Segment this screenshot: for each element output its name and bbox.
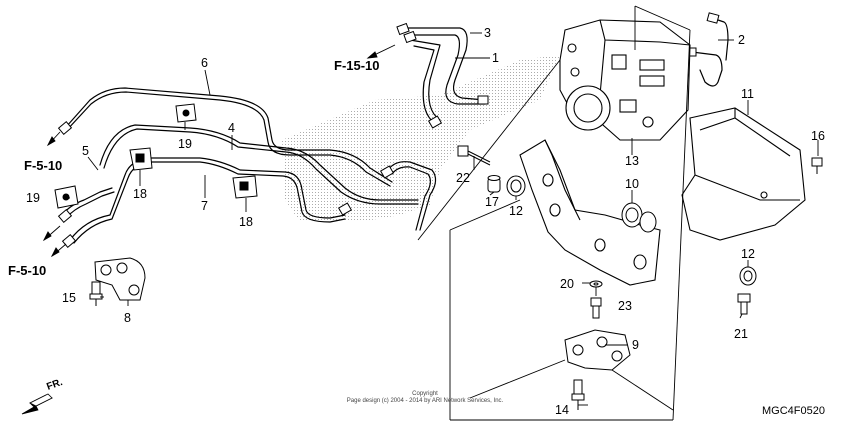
- callout-22: 22: [456, 171, 470, 185]
- pipe-3: [399, 27, 486, 101]
- bracket-10: [519, 139, 661, 286]
- grommet-12-a: [506, 175, 526, 197]
- callout-20: 20: [560, 277, 574, 291]
- diagram-code: MGC4F0520: [762, 405, 825, 417]
- abs-modulator-13: [559, 19, 691, 141]
- callout-21: 21: [734, 327, 748, 341]
- callout-12-b: 12: [741, 247, 755, 261]
- callout-17: 17: [485, 195, 499, 209]
- callout-19-b: 19: [178, 137, 192, 151]
- bolt-23: [590, 297, 602, 319]
- front-direction-arrow: FR.: [21, 377, 64, 415]
- pipe-2: [691, 51, 723, 87]
- callout-18-a: 18: [133, 187, 147, 201]
- three-way-joint-8: [94, 257, 146, 301]
- washer-20: [589, 280, 603, 288]
- callout-7: 7: [201, 199, 208, 213]
- three-way-joint-9: [564, 329, 631, 371]
- callout-15: 15: [62, 291, 76, 305]
- leader-lines: [64, 5, 819, 421]
- grommet-10: [621, 202, 657, 233]
- frame-shading: [282, 55, 560, 222]
- callout-6: 6: [201, 56, 208, 70]
- callout-16: 16: [811, 129, 825, 143]
- collar-17: [487, 175, 501, 193]
- bolt-21: [737, 293, 751, 315]
- pipe-4: [99, 124, 419, 201]
- callout-10: 10: [625, 177, 639, 191]
- fr-label: FR.: [45, 377, 64, 393]
- pipe-6: [65, 87, 393, 183]
- copyright-line-1: Copyright: [412, 391, 438, 397]
- ref-f15-10[interactable]: F-15-10: [334, 58, 380, 73]
- callout-14: 14: [555, 403, 569, 417]
- bolt-14: [571, 379, 585, 410]
- clamp-19-b: [54, 185, 79, 209]
- callout-13: 13: [625, 154, 639, 168]
- callout-2: 2: [738, 33, 745, 47]
- clamp-18-b: [232, 175, 258, 199]
- callout-18-b: 18: [239, 215, 253, 229]
- ref-f5-10-upper[interactable]: F-5-10: [24, 158, 62, 173]
- ref-f5-10-lower[interactable]: F-5-10: [8, 263, 46, 278]
- callout-8: 8: [124, 311, 131, 325]
- clamp-18-a: [129, 147, 153, 171]
- callout-12-a: 12: [509, 204, 523, 218]
- pipe-7: [69, 157, 346, 241]
- clamp-19-a: [175, 103, 197, 123]
- copyright-line-2: Page design (c) 2004 - 2014 by ARI Netwo…: [347, 398, 504, 404]
- callout-19-a: 19: [26, 191, 40, 205]
- callout-11: 11: [741, 87, 754, 101]
- callout-23: 23: [618, 299, 632, 313]
- callout-numbers: 1 2 3 4 5 6 7 8 9 10 11 12 12 13 14 15 1…: [26, 26, 825, 417]
- brake-pipes: [61, 17, 729, 244]
- callout-4: 4: [228, 121, 235, 135]
- callout-5: 5: [82, 144, 89, 158]
- bolt-15: [89, 281, 103, 306]
- callout-1: 1: [492, 51, 499, 65]
- bolt-22: [457, 145, 491, 166]
- reference-arrows: [42, 44, 396, 258]
- callout-3: 3: [484, 26, 491, 40]
- abs-cover-11: [681, 107, 806, 241]
- screw-16: [811, 157, 823, 174]
- grommet-12-b: [739, 266, 757, 286]
- callout-9: 9: [632, 338, 639, 352]
